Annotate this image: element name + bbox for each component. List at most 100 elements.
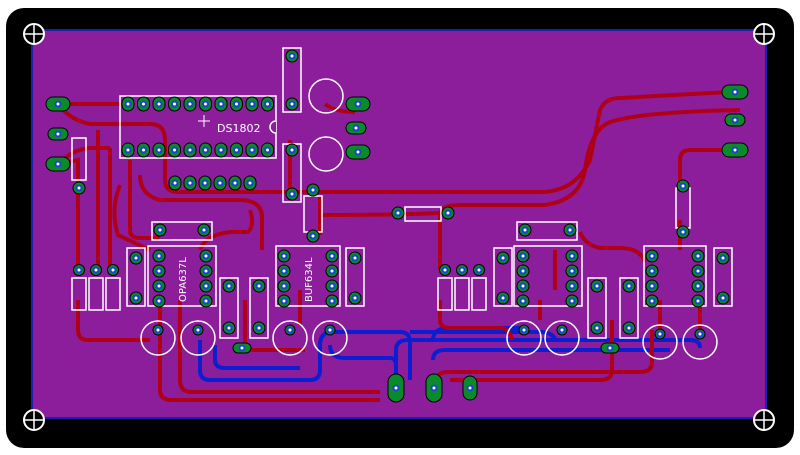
mounting-hole-bottom-left xyxy=(23,409,45,431)
ic-pin xyxy=(516,294,530,308)
ic-pin xyxy=(645,279,659,293)
header-pin xyxy=(213,175,227,191)
pad xyxy=(590,279,604,293)
ic-pin xyxy=(152,249,166,263)
ic-pin xyxy=(230,142,243,158)
ic-pin xyxy=(565,294,579,308)
ic-pin xyxy=(199,294,213,308)
ic-pin xyxy=(325,264,339,278)
pad xyxy=(192,324,204,336)
header-pin xyxy=(198,175,212,191)
pad xyxy=(654,328,666,340)
polarized-capacitor-icon xyxy=(140,78,718,360)
header-pin xyxy=(183,175,197,191)
ic-buf634l-label: BUF634L xyxy=(304,257,315,302)
pad xyxy=(676,179,690,193)
ic-pin xyxy=(325,249,339,263)
pad xyxy=(129,291,143,305)
ic-pin xyxy=(214,142,228,158)
ic-pin xyxy=(168,96,181,112)
ic-pin xyxy=(199,96,212,112)
connector-pad xyxy=(45,96,71,112)
ic-pin xyxy=(152,279,166,293)
ic-opa637l-label: OPA637L xyxy=(178,257,189,302)
power-pad xyxy=(387,373,405,403)
pad xyxy=(391,206,405,220)
pad xyxy=(285,187,299,201)
ic-pin xyxy=(565,279,579,293)
ic-pin xyxy=(645,264,659,278)
pad xyxy=(716,291,730,305)
ic-pin xyxy=(565,249,579,263)
pad xyxy=(556,324,568,336)
pad xyxy=(285,143,299,157)
ic-pin xyxy=(516,264,530,278)
mounting-hole-top-right xyxy=(753,23,775,45)
ic-pin xyxy=(152,142,166,158)
ic-pin xyxy=(152,294,166,308)
pad xyxy=(473,264,485,276)
ic-pin xyxy=(199,279,213,293)
ic-pin xyxy=(516,279,530,293)
header-pin xyxy=(168,175,182,191)
ic-pin xyxy=(645,249,659,263)
pad xyxy=(622,321,636,335)
ic-pin xyxy=(137,96,150,112)
pad xyxy=(73,264,85,276)
pad xyxy=(348,291,362,305)
ic-pin xyxy=(691,249,705,263)
pad xyxy=(72,181,86,195)
mounting-hole-top-left xyxy=(23,23,45,45)
board-substrate xyxy=(31,29,767,419)
pad xyxy=(324,324,336,336)
ic-ds1802: DS1802 xyxy=(119,95,277,159)
ic-pin xyxy=(277,264,291,278)
connector-pad xyxy=(724,113,746,127)
silkscreen-outlines xyxy=(71,47,733,339)
ic-pin xyxy=(245,96,259,112)
ic-pin xyxy=(325,294,339,308)
ic-pin xyxy=(691,279,705,293)
ic-pin xyxy=(261,142,274,158)
top-layer-traces xyxy=(56,90,741,402)
ic-pin xyxy=(645,294,659,308)
pad xyxy=(622,279,636,293)
ic-pin xyxy=(565,264,579,278)
pad xyxy=(563,223,577,237)
connector-pad xyxy=(721,142,749,158)
ic-pin xyxy=(183,142,197,158)
pad xyxy=(518,223,532,237)
pad xyxy=(600,342,620,354)
pad xyxy=(590,321,604,335)
ic-pin xyxy=(277,279,291,293)
connector-pad xyxy=(45,156,71,172)
header-pin xyxy=(228,175,242,191)
pad xyxy=(252,321,266,335)
pad xyxy=(716,251,730,265)
pad xyxy=(252,279,266,293)
pad xyxy=(129,251,143,265)
power-pad xyxy=(425,373,443,403)
ic-pin xyxy=(199,264,213,278)
ic-pin xyxy=(261,96,274,112)
pad xyxy=(694,328,706,340)
ic-pin xyxy=(277,249,291,263)
connector-pad xyxy=(345,96,371,112)
ic-pin xyxy=(152,264,166,278)
ic-pin xyxy=(691,264,705,278)
pad xyxy=(285,49,299,63)
pad xyxy=(456,264,468,276)
connector-pad xyxy=(345,144,371,160)
ic-pin xyxy=(121,142,135,158)
pad xyxy=(152,324,164,336)
pad xyxy=(284,324,296,336)
pad xyxy=(496,291,510,305)
pad xyxy=(439,264,451,276)
pad xyxy=(518,324,530,336)
pad xyxy=(90,264,102,276)
header-pin xyxy=(243,175,257,191)
ic-pin xyxy=(168,142,181,158)
ic-pin xyxy=(121,96,135,112)
pad xyxy=(441,206,455,220)
